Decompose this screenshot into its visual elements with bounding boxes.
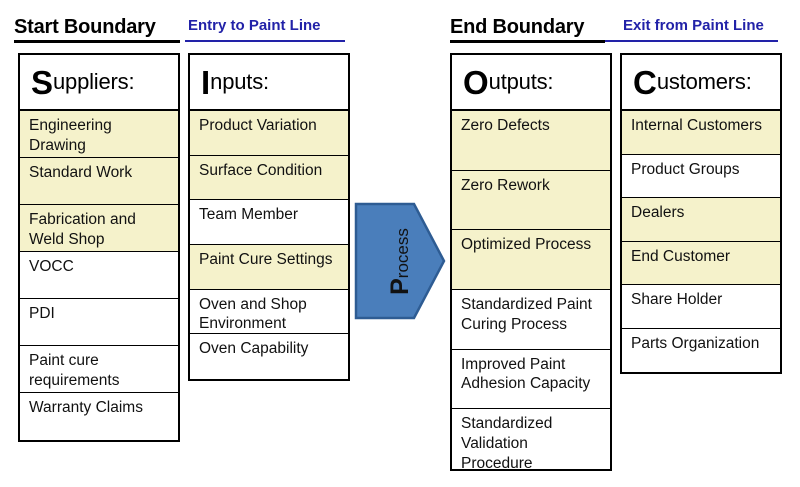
sipoc-cell: VOCC bbox=[20, 252, 178, 299]
sipoc-cell: Warranty Claims bbox=[20, 393, 178, 440]
column-header-rest: nputs: bbox=[210, 69, 269, 94]
sipoc-cell: Zero Rework bbox=[452, 170, 610, 231]
sipoc-cell: Standard Work bbox=[20, 158, 178, 205]
sipoc-cell: Share Holder bbox=[622, 285, 780, 329]
end-boundary-underline bbox=[450, 40, 605, 43]
sipoc-cell: Parts Organization bbox=[622, 328, 780, 372]
end-boundary-label: End Boundary bbox=[450, 16, 585, 38]
process-arrow bbox=[354, 196, 446, 326]
column-header-rest: utputs: bbox=[488, 69, 554, 94]
start-boundary-label: Start Boundary bbox=[14, 16, 156, 38]
entry-gate-label: Entry to Paint Line bbox=[188, 17, 321, 34]
sipoc-cell: Product Groups bbox=[622, 154, 780, 198]
column-header-initial: C bbox=[633, 63, 657, 101]
sipoc-cell: PDI bbox=[20, 299, 178, 346]
column-header-initial: S bbox=[31, 63, 54, 101]
column-header-initial: I bbox=[201, 63, 211, 101]
sipoc-cell: Improved Paint Adhesion Capacity bbox=[452, 349, 610, 410]
sipoc-cell: Paint Cure Settings bbox=[190, 244, 348, 290]
sipoc-cell: Zero Defects bbox=[452, 111, 610, 171]
sipoc-cell: Standardized Validation Procedure bbox=[452, 409, 610, 472]
sipoc-cell: Team Member bbox=[190, 200, 348, 245]
sipoc-cell: Oven and Shop Environment bbox=[190, 289, 348, 335]
column-header-rest: uppliers: bbox=[53, 69, 135, 94]
sipoc-cell: Fabrication and Weld Shop bbox=[20, 205, 178, 252]
exit-gate-label: Exit from Paint Line bbox=[623, 17, 764, 34]
start-boundary-underline bbox=[14, 40, 180, 43]
column-header-rest: ustomers: bbox=[656, 69, 752, 94]
sipoc-cell: Optimized Process bbox=[452, 230, 610, 290]
column-header-initial: O bbox=[463, 63, 489, 101]
sipoc-cell: Standardized Paint Curing Process bbox=[452, 289, 610, 350]
exit-gate-underline bbox=[605, 40, 778, 42]
sipoc-cell: Internal Customers bbox=[622, 111, 780, 155]
entry-gate-underline bbox=[185, 40, 345, 42]
sipoc-cell: Engineering Drawing bbox=[20, 111, 178, 158]
sipoc-cell: End Customer bbox=[622, 241, 780, 285]
sipoc-cell: Surface Condition bbox=[190, 155, 348, 201]
sipoc-cell: Paint cure requirements bbox=[20, 346, 178, 393]
sipoc-cell: Oven Capability bbox=[190, 334, 348, 379]
sipoc-cell: Dealers bbox=[622, 198, 780, 242]
sipoc-cell: Product Variation bbox=[190, 111, 348, 156]
